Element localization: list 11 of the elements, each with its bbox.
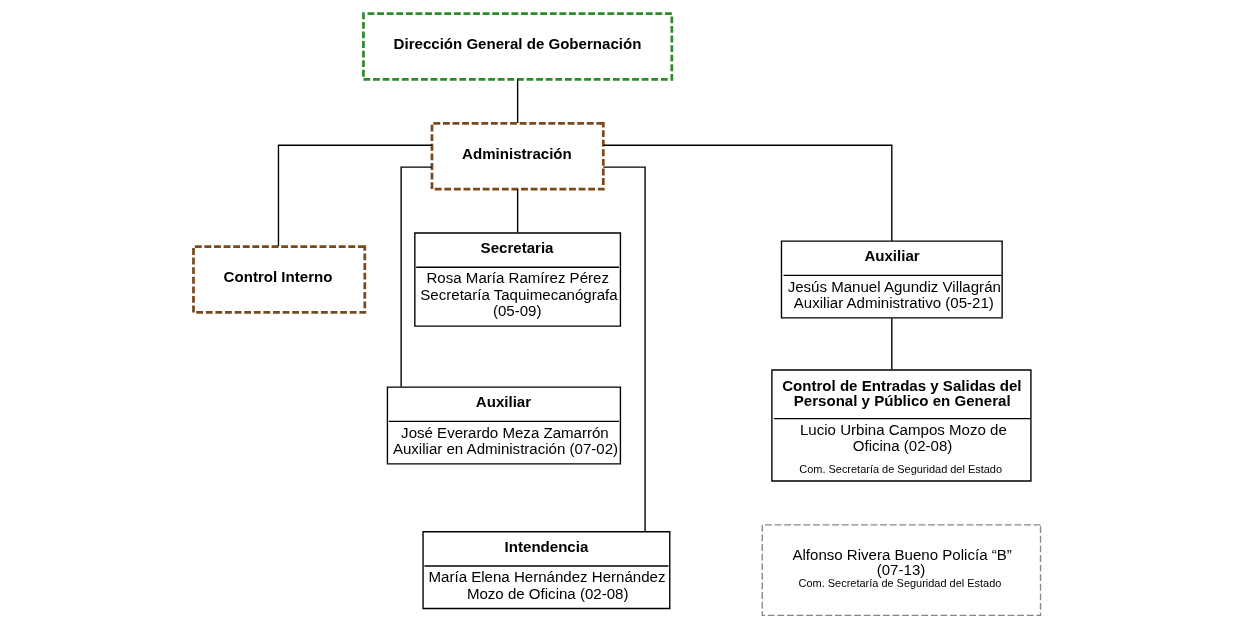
node-box: Control Interno: [191, 245, 366, 314]
connector: [890, 317, 892, 371]
connector: [602, 144, 892, 242]
connector: [602, 166, 646, 533]
connector: [516, 188, 518, 234]
connector: [277, 144, 433, 248]
node-box: Alfonso Rivera Bueno Policía “B” (07-13) Com. Secretaría de Seguridad del Estado: [761, 524, 1041, 617]
connector: [516, 78, 518, 124]
connector: [399, 166, 432, 388]
node-box: Dirección General de Gobernación: [361, 12, 673, 81]
node-box: Administración: [430, 121, 605, 191]
